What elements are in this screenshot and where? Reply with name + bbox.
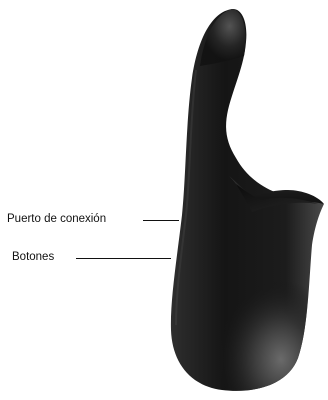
port-leader-line (143, 220, 179, 221)
body-highlight (171, 215, 312, 391)
buttons-leader-line (76, 258, 171, 259)
callout-connection-port: Puerto de conexión (7, 214, 106, 226)
callout-buttons: Botones (12, 252, 54, 264)
